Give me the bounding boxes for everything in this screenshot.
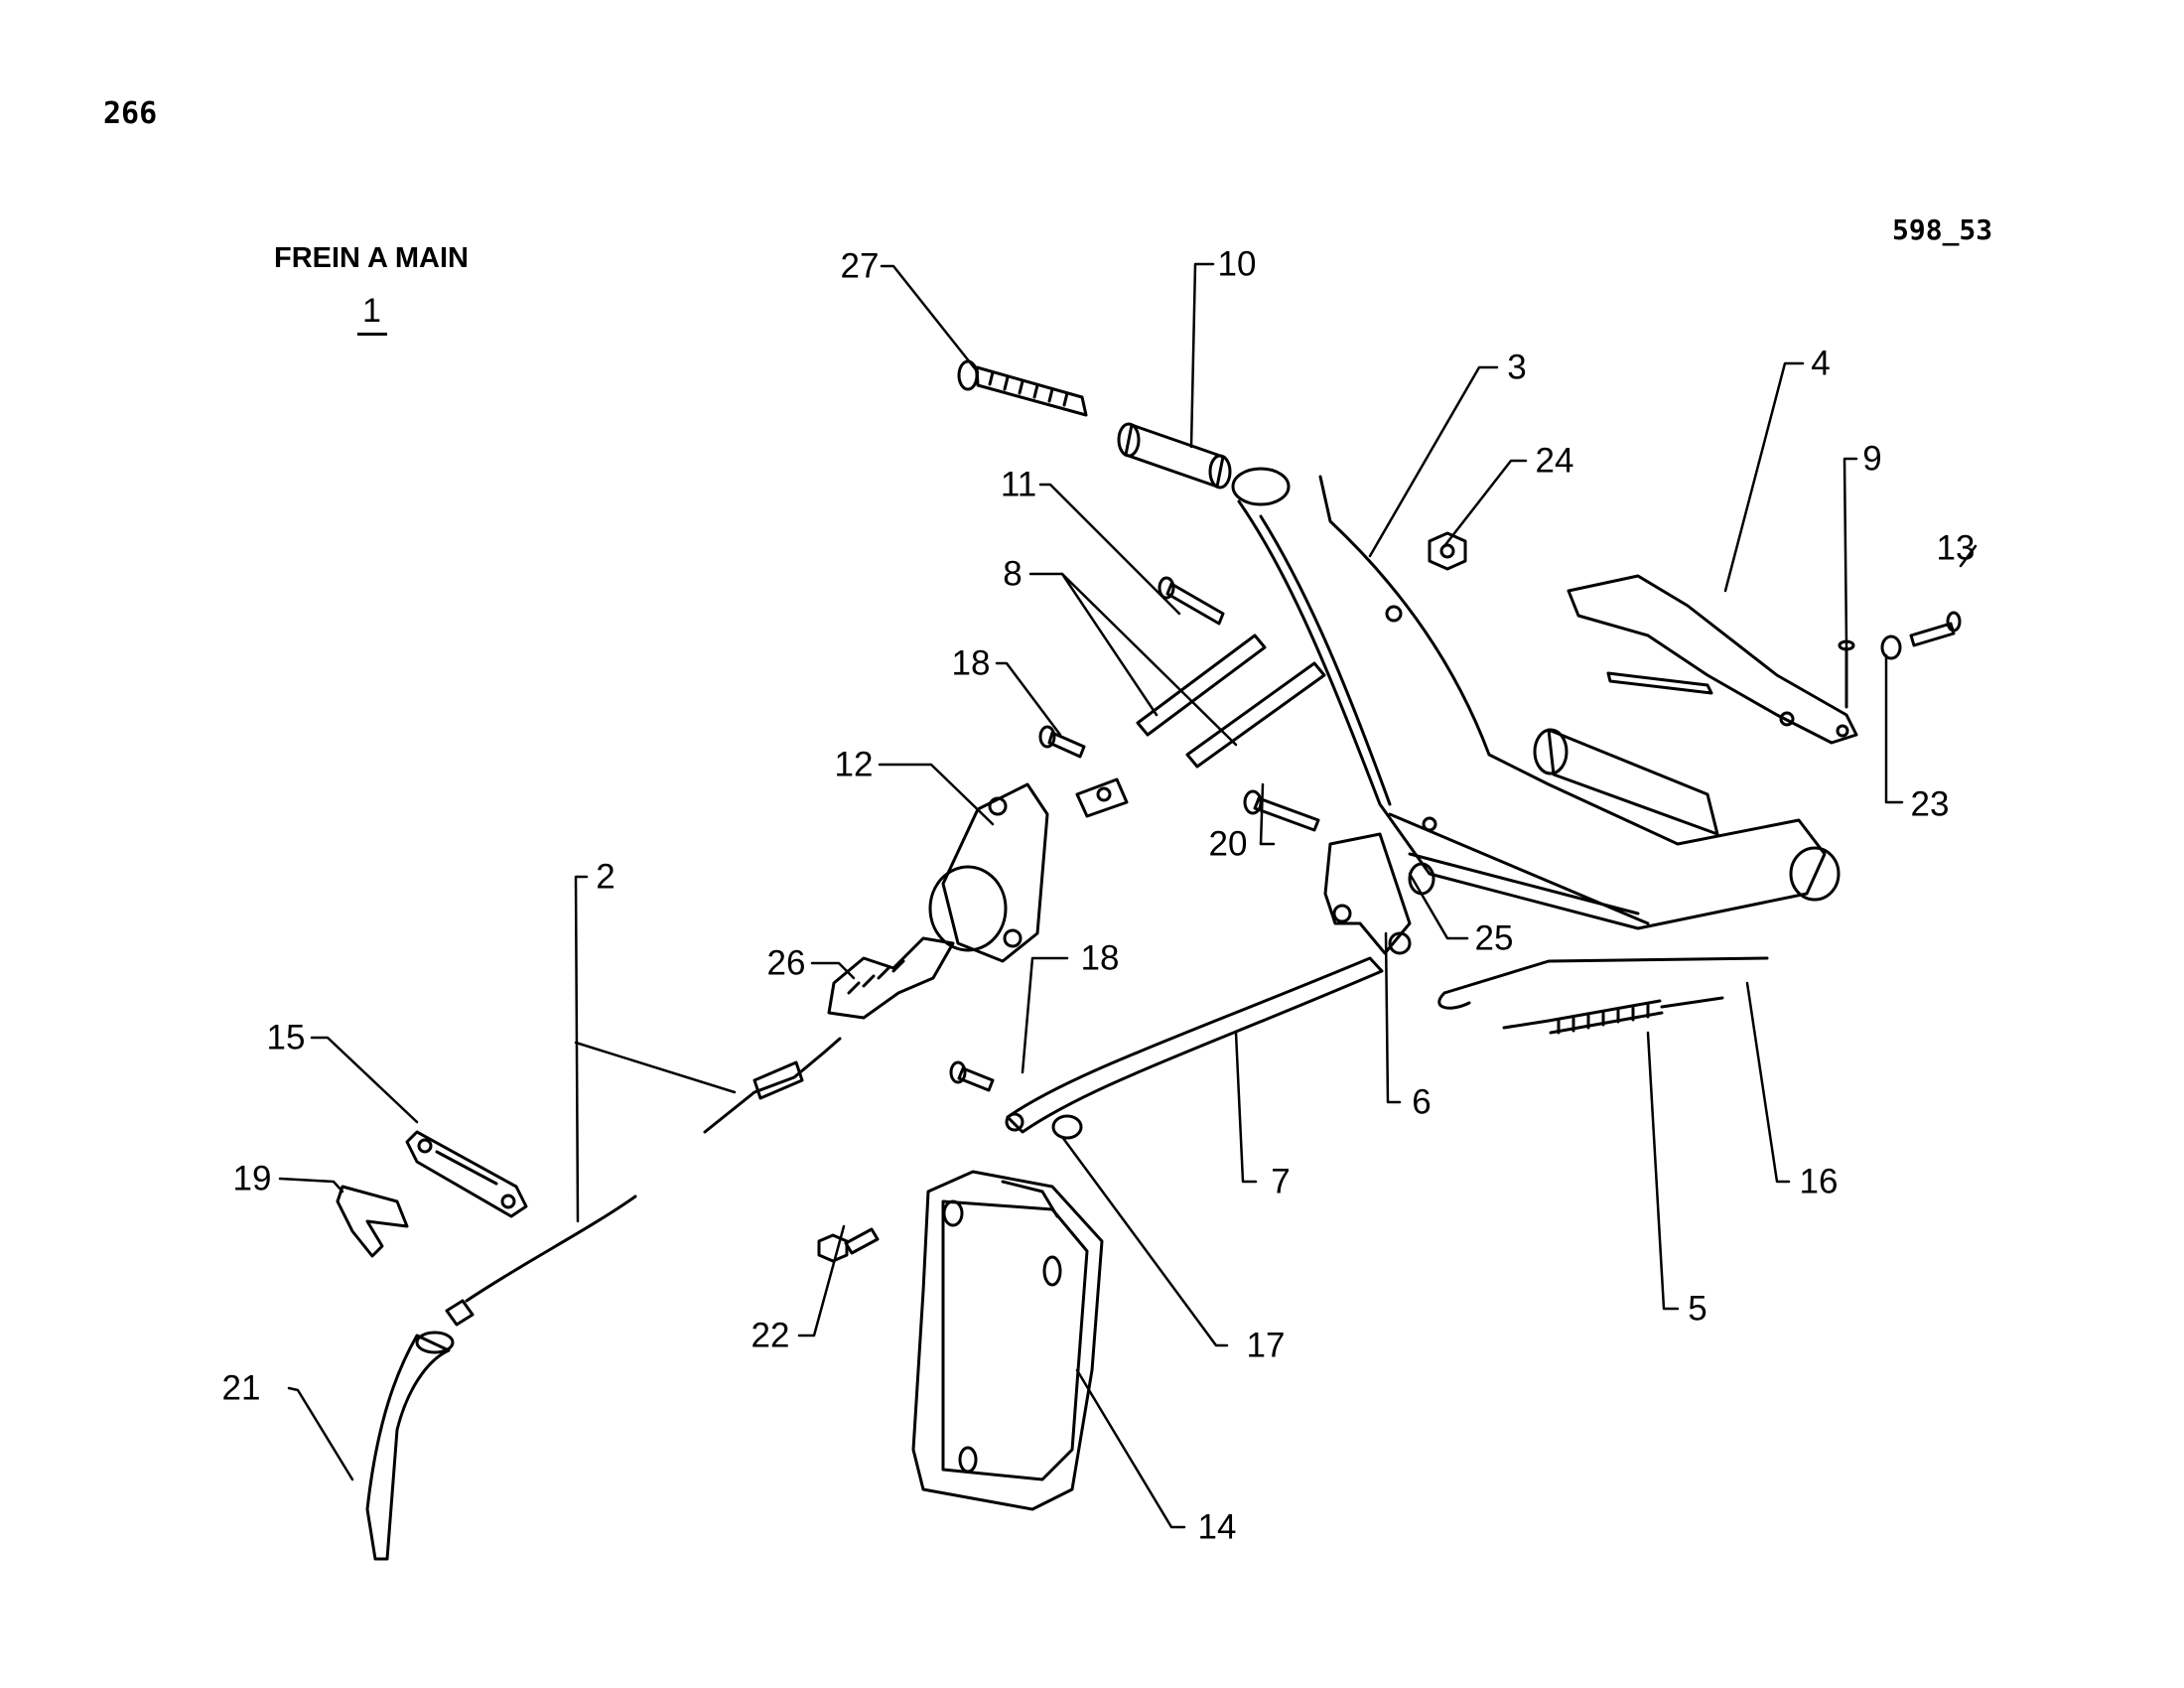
part-17-plug: [1051, 1114, 1083, 1140]
part-20-bolt: [1243, 789, 1320, 832]
callout-8: 8: [1003, 554, 1023, 594]
callout-14: 14: [1197, 1507, 1237, 1547]
part-27-bolt: [957, 359, 1088, 417]
callout-4: 4: [1811, 344, 1831, 383]
callout-7: 7: [1271, 1162, 1291, 1201]
part-26-adjuster: [827, 936, 955, 1020]
part-14-boot-cover: [911, 1170, 1104, 1511]
callout-5: 5: [1688, 1289, 1707, 1329]
diagram-subtitle: 1: [362, 292, 381, 330]
callout-3: 3: [1507, 348, 1527, 387]
callout-22: 22: [751, 1316, 790, 1355]
callout-23: 23: [1910, 784, 1950, 824]
part-6-bracket: [1323, 832, 1412, 955]
part-8-links: [1136, 633, 1326, 769]
part-19-clip: [336, 1185, 409, 1258]
callout-20: 20: [1208, 824, 1248, 864]
callout-27: 27: [840, 246, 880, 286]
part-3-lever-body: [1231, 467, 1841, 930]
diagram-title: FREIN A MAIN: [274, 242, 470, 274]
part-2-cable: [445, 1037, 842, 1327]
part-24-nut: [1428, 531, 1467, 571]
callout-2: 2: [596, 857, 615, 897]
callout-13: 13: [1936, 528, 1976, 568]
part-4-pawl-lever: [1567, 574, 1858, 745]
callout-12: 12: [834, 745, 874, 784]
part-15-plate: [405, 1130, 528, 1218]
part-16-rod: [1437, 956, 1769, 1010]
part-7-rod: [1005, 956, 1384, 1134]
callout-9: 9: [1862, 439, 1882, 479]
callout-19: 19: [232, 1159, 272, 1198]
part-10-sleeve: [1117, 422, 1232, 490]
part-13-bolt: [1909, 611, 1962, 647]
callout-18-lower: 18: [1080, 938, 1120, 978]
part-12-bracket: [928, 777, 1129, 963]
part-5-spring: [1502, 996, 1724, 1035]
drawing-reference: 598_53: [1892, 213, 1993, 246]
part-18-bolt-lower: [949, 1060, 995, 1092]
callout-24: 24: [1535, 441, 1574, 481]
page-number: 266: [103, 96, 158, 131]
part-21-handle: [365, 1331, 455, 1561]
callout-11: 11: [1000, 465, 1037, 504]
leader-lines: [278, 262, 1978, 1529]
callout-6: 6: [1412, 1082, 1432, 1122]
callout-18-upper: 18: [951, 643, 991, 683]
callout-16: 16: [1799, 1162, 1839, 1201]
callout-10: 10: [1217, 244, 1257, 284]
part-18-bolt-upper: [1038, 725, 1086, 759]
callout-26: 26: [766, 943, 806, 983]
subtitle-underline: [357, 333, 387, 336]
callout-17: 17: [1246, 1326, 1286, 1365]
callout-15: 15: [266, 1018, 306, 1057]
part-9-pin: [1838, 639, 1855, 709]
callout-25: 25: [1474, 918, 1514, 958]
part-25-washer: [1408, 862, 1435, 896]
part-22-bolt: [817, 1227, 880, 1263]
part-23-washer: [1880, 634, 1902, 660]
part-11-bolt: [1158, 576, 1225, 626]
callout-21: 21: [221, 1368, 261, 1408]
